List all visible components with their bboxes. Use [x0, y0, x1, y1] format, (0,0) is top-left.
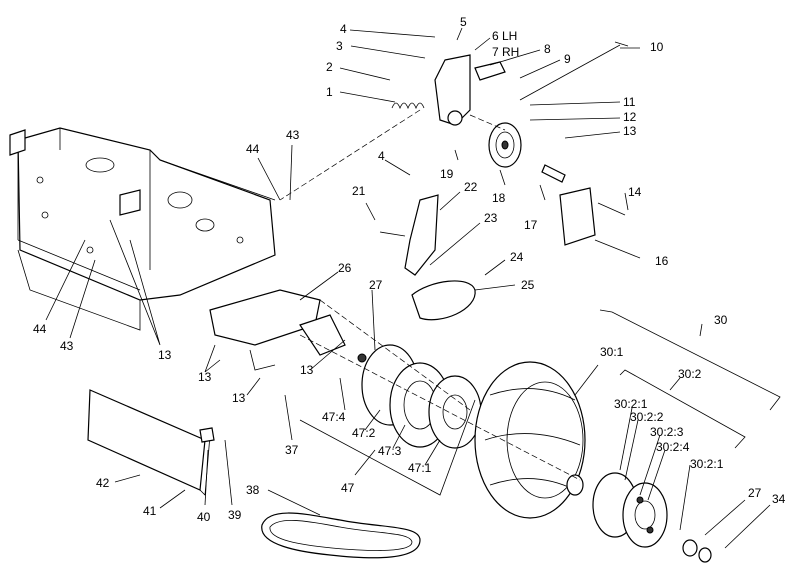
frame — [9, 127, 276, 331]
callout-13-lower: 13 — [232, 391, 246, 405]
callout-17: 17 — [524, 218, 538, 232]
callout-30-2: 30:2 — [678, 367, 702, 381]
idler-pulley — [488, 122, 522, 168]
group-brackets — [299, 309, 781, 496]
callout-6-lh: 6 LH — [492, 29, 517, 43]
callout-30-1: 30:1 — [600, 345, 624, 359]
callout-30: 30 — [714, 313, 728, 327]
callout-16: 16 — [655, 254, 669, 268]
callout-3: 3 — [336, 39, 343, 53]
callout-25: 25 — [521, 278, 535, 292]
idler-rod — [519, 41, 629, 101]
callout-39: 39 — [228, 508, 242, 522]
mount-bracket — [209, 289, 346, 371]
callout-30-2-2: 30:2:2 — [630, 410, 664, 424]
callout-2: 2 — [326, 60, 333, 74]
clutch-pulley — [357, 344, 482, 449]
wheel-hub — [592, 472, 712, 563]
callout-12: 12 — [623, 110, 637, 124]
callout-44-top: 44 — [246, 142, 260, 156]
callout-38: 38 — [246, 483, 260, 497]
callout-44-left: 44 — [33, 322, 47, 336]
callout-5: 5 — [460, 15, 467, 29]
callout-24: 24 — [510, 250, 524, 264]
assembly-lines — [279, 109, 581, 481]
callout-13-top: 13 — [623, 124, 637, 138]
spring — [391, 102, 425, 110]
callout-41: 41 — [143, 504, 157, 518]
callout-47-4: 47:4 — [322, 410, 346, 424]
callout-30-2-4: 30:2:4 — [656, 440, 690, 454]
callout-8: 8 — [544, 42, 551, 56]
brake-arm — [379, 194, 476, 321]
callout-34: 34 — [772, 492, 786, 506]
leader-lines — [45, 27, 771, 549]
callout-4-mid: 4 — [378, 149, 385, 163]
callout-13-center: 13 — [300, 363, 314, 377]
callout-21: 21 — [352, 184, 366, 198]
callout-13-bracket: 13 — [198, 370, 212, 384]
drive-belt — [261, 512, 421, 559]
callout-47: 47 — [341, 481, 355, 495]
callout-30-2-3: 30:2:3 — [650, 425, 684, 439]
idler-bracket — [434, 54, 506, 126]
callout-47-2: 47:2 — [352, 426, 376, 440]
bolt-14 — [597, 202, 626, 216]
spacer-17 — [541, 164, 566, 183]
callout-42: 42 — [96, 476, 110, 490]
callout-10: 10 — [650, 40, 664, 54]
callout-7-rh: 7 RH — [492, 45, 519, 59]
callout-37: 37 — [285, 443, 299, 457]
callout-11: 11 — [623, 95, 636, 109]
callout-23: 23 — [484, 211, 498, 225]
callout-26: 26 — [338, 261, 352, 275]
callout-43-left: 43 — [60, 339, 74, 353]
callout-30-2-1-bottom: 30:2:1 — [690, 457, 724, 471]
callout-labels: 4 5 6 LH 7 RH 3 8 9 10 2 1 11 12 13 4 19… — [33, 15, 786, 524]
callout-43-top: 43 — [286, 128, 300, 142]
callout-27-right: 27 — [748, 486, 762, 500]
callout-13-frame: 13 — [158, 348, 172, 362]
callout-1: 1 — [326, 85, 333, 99]
callout-27-top: 27 — [369, 278, 383, 292]
callout-4-top: 4 — [340, 22, 347, 36]
callout-30-2-1-top: 30:2:1 — [614, 397, 648, 411]
callout-18: 18 — [492, 191, 506, 205]
tire — [474, 361, 586, 519]
callout-14: 14 — [628, 185, 642, 199]
callout-22: 22 — [464, 180, 478, 194]
callout-47-3: 47:3 — [378, 444, 402, 458]
callout-40: 40 — [197, 510, 211, 524]
callout-47-1: 47:1 — [408, 461, 432, 475]
callout-9: 9 — [564, 52, 571, 66]
callout-19: 19 — [440, 167, 454, 181]
cover-plate-16 — [559, 187, 596, 246]
